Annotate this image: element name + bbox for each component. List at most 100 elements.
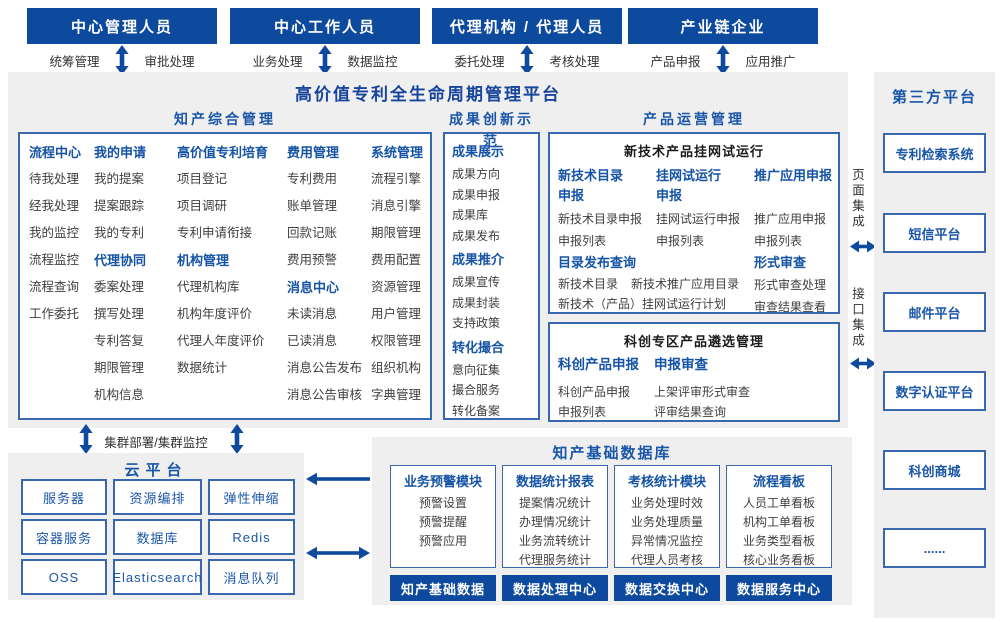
module-item: 申报列表 bbox=[558, 234, 607, 248]
module-group: 流程中心 待我处理经我处理我的监控流程监控流程查询工作委托 bbox=[29, 139, 94, 328]
module-item: 代理人员考核 bbox=[630, 553, 703, 567]
module-item: 撮合服务 bbox=[452, 383, 501, 397]
module-item: 申报列表 bbox=[754, 234, 803, 248]
actor-role-labels: 委托处理 考核处理 bbox=[432, 51, 622, 70]
module-group-items: 项目登记项目调研专利申请衔接 bbox=[177, 166, 287, 247]
module-group-header: 形式审查 bbox=[754, 255, 807, 270]
module-item: 成果库 bbox=[452, 208, 489, 222]
section-title: 知产综合管理 bbox=[174, 111, 276, 127]
module-group-items: 科创产品申报申报列表 bbox=[558, 382, 654, 422]
module-group: 费用管理 专利费用账单管理回款记账费用预警 bbox=[287, 139, 371, 274]
module-item: 专利答复 bbox=[94, 334, 145, 348]
module-group-items: 待我处理经我处理我的监控流程监控流程查询工作委托 bbox=[29, 166, 94, 328]
horizontal-double-arrow-icon bbox=[306, 546, 370, 560]
module-item: 成果宣传 bbox=[452, 275, 501, 289]
module-column: 科创产品申报 科创产品申报申报列表 bbox=[558, 354, 654, 422]
module-item: 新技术目录 bbox=[558, 277, 619, 291]
section-title: 成果创新示范 bbox=[449, 111, 534, 149]
module-group-items: 推广应用申报申报列表 bbox=[754, 208, 840, 252]
page-integration-label: 页面集成 bbox=[850, 168, 864, 230]
module-item: 我的专利 bbox=[94, 226, 145, 240]
actor-right-label: 应用推广 bbox=[745, 55, 796, 69]
horizontal-double-arrow-icon bbox=[850, 240, 876, 253]
module-item: 意向征集 bbox=[452, 362, 501, 377]
cloud-service-box: OSS bbox=[21, 559, 107, 595]
actor-row: 中心管理人员 统筹管理 审批处理 中心工作人员 业务处理 数据监控 bbox=[27, 8, 818, 75]
module-column: 费用管理 专利费用账单管理回款记账费用预警 消息中心 未读消息已读消息消息公告发… bbox=[287, 139, 371, 418]
platform-panel: 高价值专利全生命周期管理平台 知产综合管理 流程中心 待我处理经我处理我的监控流… bbox=[8, 72, 848, 428]
module-item: 已读消息 bbox=[287, 334, 338, 348]
module-group-items: 挂网试运行申报申报列表 bbox=[656, 208, 754, 252]
catalog-query-group: 目录发布查询 新技术目录新技术推广应用目录 新技术（产品）挂网试运行计划 bbox=[558, 252, 758, 314]
module-group-header: 费用管理 bbox=[287, 145, 340, 160]
cloud-service-box: 消息队列 bbox=[208, 559, 295, 595]
module-group-items: 意向征集撮合服务转化备案 bbox=[452, 360, 538, 422]
module-group-items: 代理机构库机构年度评价代理人年度评价数据统计 bbox=[177, 274, 287, 382]
module-item: 机构年度评价 bbox=[177, 307, 253, 321]
module-column: 申报审查 上架评审形式审查评审结果查询 bbox=[654, 354, 804, 422]
catalog-row: 新技术目录新技术推广应用目录 bbox=[558, 274, 758, 294]
module-item: 业务处理时效 bbox=[630, 496, 703, 510]
cloud-service-box: Elasticsearch bbox=[112, 559, 202, 595]
third-party-system-box: ...... bbox=[883, 528, 986, 568]
data-center-bar: 数据服务中心 bbox=[726, 575, 832, 601]
module-group-items: 新技术目录申报申报列表 bbox=[558, 208, 656, 252]
third-party-system-box: 邮件平台 bbox=[883, 292, 986, 332]
module-item: 工作委托 bbox=[29, 307, 80, 321]
module-group-items: 未读消息已读消息消息公告发布消息公告审核 bbox=[287, 301, 371, 409]
ip-database-panel: 知产基础数据库 业务预警模块 预警设置预警提醒预警应用 数据统计报表 提案情况统… bbox=[372, 437, 852, 605]
module-item: 机构工单看板 bbox=[742, 515, 815, 529]
module-group: 转化撮合 意向征集撮合服务转化备案 bbox=[452, 336, 538, 422]
trial-run-title: 新技术产品挂网试运行 bbox=[623, 144, 764, 159]
module-group: 机构管理 代理机构库机构年度评价代理人年度评价数据统计 bbox=[177, 247, 287, 382]
module-item: 成果封装 bbox=[452, 295, 501, 310]
module-item: 待我处理 bbox=[29, 172, 80, 186]
module-group-items: 流程引擎消息引擎期限管理费用配置资源管理用户管理权限管理组织机构字典管理 bbox=[371, 166, 430, 409]
module-item: 业务处理质量 bbox=[630, 515, 703, 529]
module-group-header: 申报审查 bbox=[654, 357, 708, 372]
module-group-header: 我的申请 bbox=[94, 145, 147, 160]
actor-right-label: 数据监控 bbox=[347, 55, 398, 69]
selection-title: 科创专区产品遴选管理 bbox=[623, 334, 764, 349]
module-item: 挂网试运行申报 bbox=[656, 212, 741, 226]
module-group-header: 挂网试运行申报 bbox=[656, 168, 722, 203]
module-item: 代理机构库 bbox=[177, 280, 240, 294]
module-item: 委案处理 bbox=[94, 280, 145, 294]
module-column: 我的申请 我的提案提案跟踪我的专利 代理协同 委案处理撰写处理专利答复期限管理机… bbox=[94, 139, 177, 418]
module-item: 用户管理 bbox=[371, 307, 422, 321]
module-item: 支持政策 bbox=[452, 316, 501, 330]
module-item: 新技术推广应用目录 bbox=[631, 277, 740, 291]
module-group-header: 数据统计报表 bbox=[515, 474, 594, 489]
module-item: 预警提醒 bbox=[418, 515, 467, 529]
module-group-items: 形式审查处理审查结果查看 bbox=[754, 274, 840, 318]
module-item: 科创产品申报 bbox=[558, 385, 631, 399]
actor-title-bar: 代理机构 / 代理人员 bbox=[432, 8, 622, 44]
module-group-header: 新技术目录申报 bbox=[558, 168, 624, 203]
database-module-box: 业务预警模块 预警设置预警提醒预警应用 bbox=[390, 465, 496, 568]
module-item: 撰写处理 bbox=[94, 307, 145, 321]
module-item: 权限管理 bbox=[371, 334, 422, 348]
module-group-items: 委案处理撰写处理专利答复期限管理机构信息 bbox=[94, 274, 177, 409]
module-item: 消息公告发布 bbox=[287, 361, 363, 375]
actor-left-label: 委托处理 bbox=[454, 55, 505, 69]
vertical-double-arrow-icon bbox=[318, 45, 332, 75]
data-center-bar: 知产基础数据 bbox=[390, 575, 496, 601]
module-item: 消息引擎 bbox=[371, 199, 422, 213]
third-party-system-box: 短信平台 bbox=[883, 213, 986, 253]
module-item: 成果申报 bbox=[452, 187, 501, 202]
horizontal-double-arrow-icon bbox=[850, 357, 876, 370]
module-group: 成果展示 成果方向成果申报成果库成果发布 bbox=[452, 140, 538, 246]
module-item: 新技术（产品）挂网试运行计划 bbox=[558, 297, 727, 311]
module-item: 消息公告审核 bbox=[287, 388, 363, 402]
module-item: 回款记账 bbox=[287, 226, 338, 240]
module-item: 字典管理 bbox=[371, 388, 422, 402]
module-item: 审查结果查看 bbox=[754, 300, 827, 314]
ip-management-box: 流程中心 待我处理经我处理我的监控流程监控流程查询工作委托 我的申请 我的提案提… bbox=[18, 132, 432, 420]
module-group-header: 考核统计模块 bbox=[627, 474, 706, 489]
third-party-panel: 第三方平台 专利检索系统短信平台邮件平台数字认证平台科创商城...... bbox=[874, 72, 995, 618]
module-item: 预警设置 bbox=[418, 496, 467, 510]
vertical-double-arrow-icon bbox=[79, 424, 93, 454]
platform-title: 高价值专利全生命周期管理平台 bbox=[295, 85, 561, 104]
module-item: 推广应用申报 bbox=[754, 212, 827, 226]
